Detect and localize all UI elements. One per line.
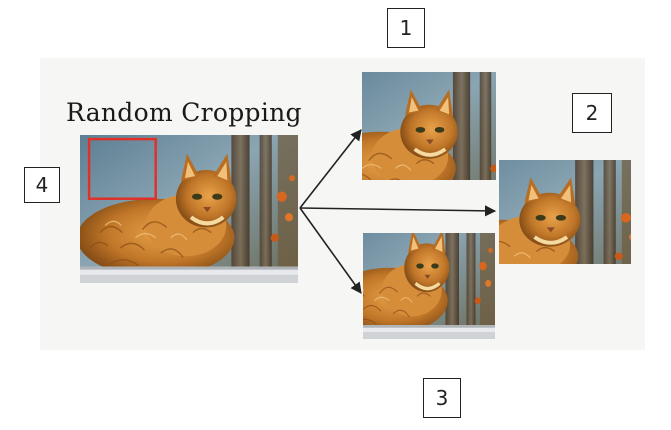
label-box-1: 1 bbox=[387, 8, 425, 48]
label-box-3: 3 bbox=[423, 378, 461, 418]
figure-title: Random Cropping bbox=[66, 98, 302, 127]
crop-box bbox=[87, 137, 157, 200]
arrow-to-crop-3 bbox=[299, 207, 362, 294]
arrow-to-crop-2 bbox=[299, 205, 497, 217]
label-box-4: 4 bbox=[24, 167, 60, 203]
label-box-2: 2 bbox=[572, 93, 612, 133]
original-cat-image bbox=[80, 135, 298, 283]
arrow-to-crop-1 bbox=[299, 129, 362, 209]
cat-photo-icon bbox=[80, 135, 298, 283]
